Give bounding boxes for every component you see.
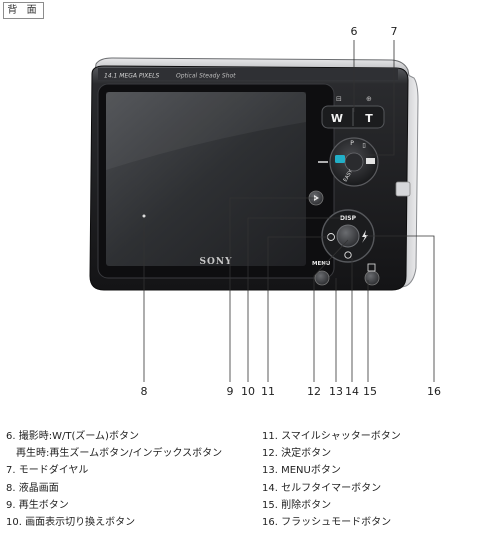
dial-mode-p: P (350, 140, 354, 147)
callout-12: 12 (307, 385, 321, 398)
callout-line-16 (366, 235, 435, 382)
callout-line-11 (267, 236, 331, 382)
callout-14: 14 (345, 385, 359, 398)
zoom-t-label: T (365, 112, 373, 125)
callout-line-12 (313, 239, 349, 382)
self-timer-icon (344, 251, 352, 259)
delete-button[interactable] (364, 270, 380, 286)
callout-13: 13 (329, 385, 343, 398)
legend-item-7: 7. モードダイヤル (6, 465, 89, 477)
dial-mode-scene: ▯ (362, 142, 365, 149)
sony-logo: SONY (200, 257, 233, 267)
menu-button[interactable] (314, 270, 330, 286)
zoom-tele-icon: ⊕ (366, 95, 372, 103)
legend-item-16: 16. フラッシュモードボタン (262, 517, 392, 529)
model-strip (98, 68, 398, 80)
legend-item-14: 14. セルフタイマーボタン (262, 482, 382, 494)
callout-line-9 (229, 197, 316, 382)
model-text: Optical Steady Shot (176, 73, 236, 80)
play-icon (314, 195, 319, 201)
strap-lug (395, 181, 411, 197)
svg-text:14.1 MEGA PIXELS: 14.1 MEGA PIXELS (104, 73, 160, 80)
legend-item-12: 12. 決定ボタン (262, 448, 332, 460)
callout-6: 6 (350, 25, 358, 38)
camera-back-illustration: 14.1 MEGA PIXELS Optical Steady Shot SON… (89, 40, 435, 382)
zoom-w-label: W (331, 112, 343, 125)
legend-left: 6. 撮影時:W/T(ズーム)ボタン 再生時:再生ズームボタン/インデックスボタ… (6, 428, 246, 531)
callout-9: 9 (226, 385, 234, 398)
legend-item-6: 6. 撮影時:W/T(ズーム)ボタン 再生時:再生ズームボタン/インデックスボタ… (6, 428, 246, 462)
callout-10: 10 (241, 385, 255, 398)
flash-icon (362, 230, 368, 243)
movie-mode-icon (366, 158, 375, 164)
callout-line-10 (247, 217, 342, 382)
legend-item-8: 8. 液晶画面 (6, 482, 59, 494)
menu-label: MENU (312, 261, 330, 267)
legend-item-11: 11. スマイルシャッターボタン (262, 431, 401, 442)
legend-item-15: 15. 削除ボタン (262, 499, 332, 511)
trash-icon (367, 263, 376, 272)
legend-sub-6: 再生時:再生ズームボタン/インデックスボタン (16, 448, 223, 460)
zoom-index-icon: ⊟ (336, 95, 342, 103)
camera-mode-icon (335, 155, 345, 163)
callout-15: 15 (363, 385, 377, 398)
section-tag: 背 面 (3, 2, 44, 19)
callout-11: 11 (261, 385, 275, 398)
callout-7: 7 (390, 25, 398, 38)
callout-16: 16 (427, 385, 441, 398)
disp-label: DISP (340, 215, 357, 222)
legend-item-9: 9. 再生ボタン (6, 499, 69, 511)
center-ok-button[interactable] (336, 224, 360, 248)
legend-right: 11. スマイルシャッターボタン 12. 決定ボタン 13. MENUボタン 1… (262, 428, 494, 531)
legend-item-10: 10. 画面表示切り換えボタン (6, 517, 136, 529)
callout-lines (143, 40, 435, 382)
callout-8: 8 (140, 385, 148, 398)
legend-item-13: 13. MENUボタン (262, 465, 341, 477)
lcd-screen (106, 92, 306, 266)
lcd-callout-dot (142, 214, 146, 218)
callout-line-7 (364, 40, 395, 156)
legend-text-6: 6. 撮影時:W/T(ズーム)ボタン (6, 431, 139, 442)
